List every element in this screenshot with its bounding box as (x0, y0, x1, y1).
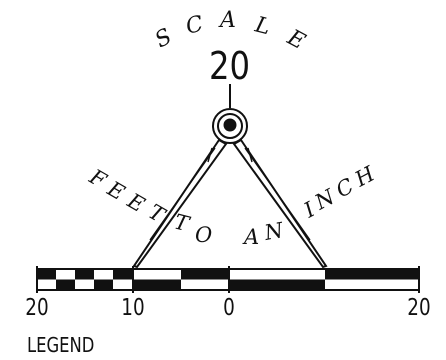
divider-compass-icon (134, 84, 326, 267)
an-letter-n: N (262, 218, 286, 245)
bar-label-10: 10 (121, 294, 144, 321)
scale-letter-s: S (151, 24, 176, 53)
scale-letter-c: C (183, 11, 206, 39)
scale-number: 20 (209, 45, 250, 89)
to-letter-o: O (195, 223, 212, 247)
scale-bar (37, 266, 419, 293)
feet-letter-e1: E (103, 176, 129, 205)
inch-letter-c: C (332, 174, 357, 203)
an-letter-a: A (242, 225, 259, 249)
units-text: F E E T T O A N I N C H (85, 161, 379, 249)
legend-label: LEGEND (27, 335, 94, 358)
bar-label-right-20: 20 (407, 294, 430, 321)
bar-label-0: 0 (223, 294, 235, 321)
inch-letter-h: H (350, 161, 379, 192)
feet-letter-e2: E (123, 188, 149, 217)
inch-letter-n: N (310, 184, 339, 215)
scale-letter-e: E (282, 25, 309, 55)
bar-label-left-20: 20 (25, 294, 48, 321)
scale-letter-a: A (218, 8, 236, 33)
scale-letter-l: L (252, 12, 273, 40)
